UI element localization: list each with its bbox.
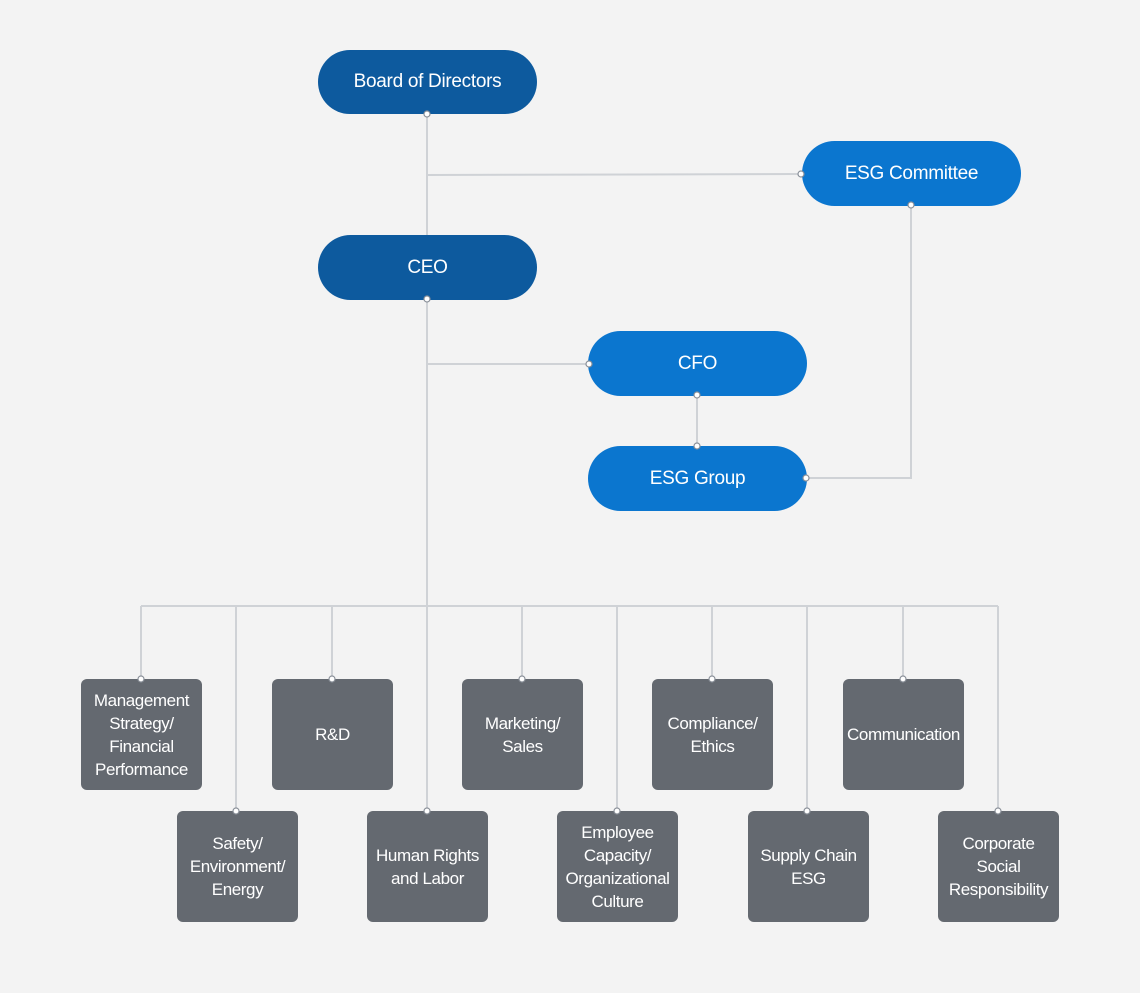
- connector-dot: [708, 675, 716, 683]
- connector-dot: [802, 474, 810, 482]
- connector-dot: [994, 807, 1002, 815]
- connector-dot: [899, 675, 907, 683]
- connector-dot: [423, 807, 431, 815]
- connector-dot: [907, 201, 915, 209]
- connector-dot: [137, 675, 145, 683]
- connector-dot: [803, 807, 811, 815]
- connector-dot: [693, 442, 701, 450]
- connector-dot: [423, 110, 431, 118]
- connector-dot: [613, 807, 621, 815]
- connector-dot: [518, 675, 526, 683]
- connector-dot: [328, 675, 336, 683]
- connector-dot: [585, 360, 593, 368]
- connector-dot: [693, 391, 701, 399]
- connector-dot: [423, 295, 431, 303]
- connector-dot: [232, 807, 240, 815]
- connector-dot: [797, 170, 805, 178]
